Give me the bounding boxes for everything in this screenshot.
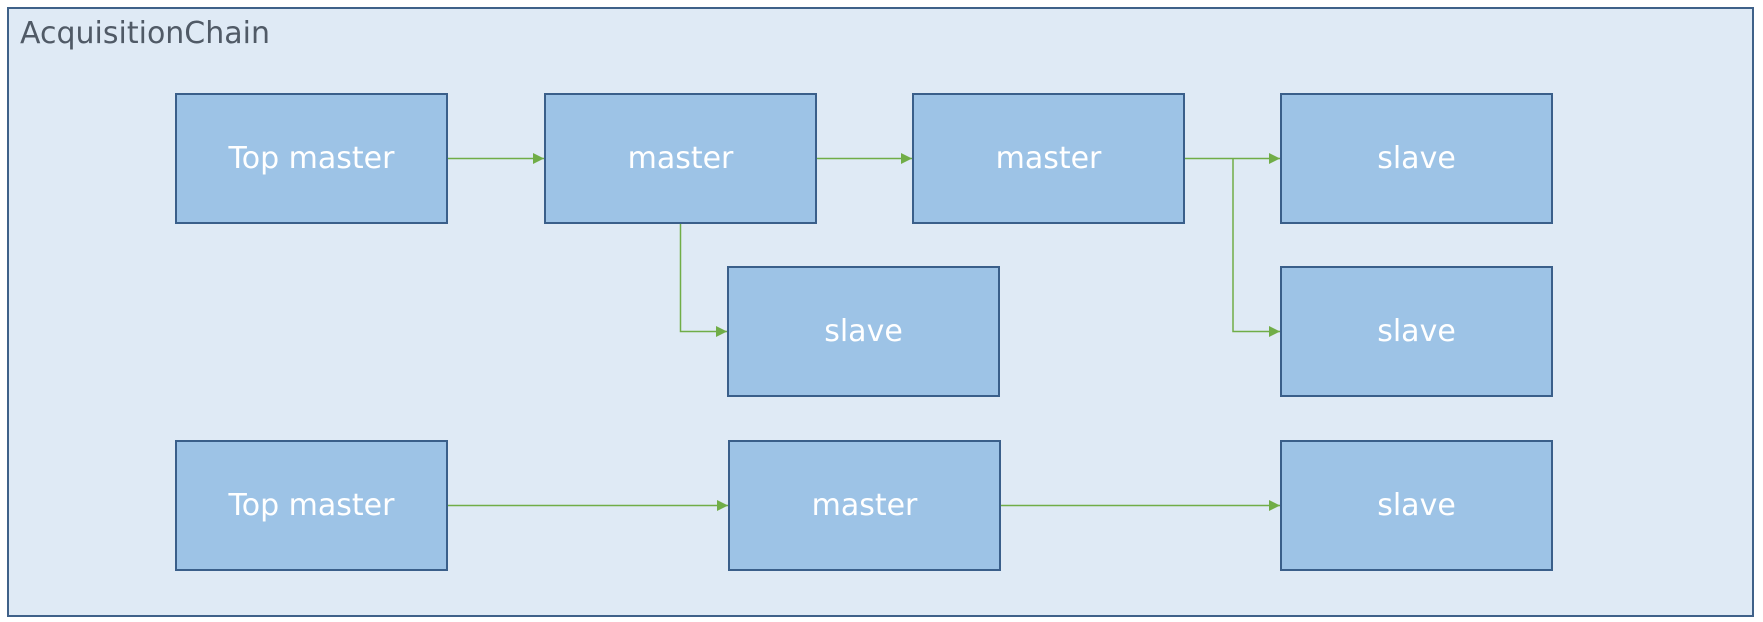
node-slave-2[interactable]: slave <box>727 266 1000 397</box>
node-label: master <box>627 141 734 176</box>
edge-master-2-to-slave-3 <box>1232 158 1280 337</box>
node-label: Top master <box>228 488 395 523</box>
node-slave-3[interactable]: slave <box>1280 266 1553 397</box>
node-label: slave <box>824 314 903 349</box>
node-label: master <box>995 141 1102 176</box>
node-master-3[interactable]: master <box>728 440 1001 571</box>
edge-master-1-to-slave-2 <box>679 224 727 337</box>
node-label: slave <box>1377 314 1456 349</box>
node-label: Top master <box>228 141 395 176</box>
node-slave-1[interactable]: slave <box>1280 93 1553 224</box>
node-top-master-1[interactable]: Top master <box>175 93 448 224</box>
node-slave-4[interactable]: slave <box>1280 440 1553 571</box>
node-master-2[interactable]: master <box>912 93 1185 224</box>
node-master-1[interactable]: master <box>544 93 817 224</box>
node-top-master-2[interactable]: Top master <box>175 440 448 571</box>
node-label: slave <box>1377 141 1456 176</box>
container-label: AcquisitionChain <box>20 16 271 51</box>
node-label: master <box>811 488 918 523</box>
node-label: slave <box>1377 488 1456 523</box>
